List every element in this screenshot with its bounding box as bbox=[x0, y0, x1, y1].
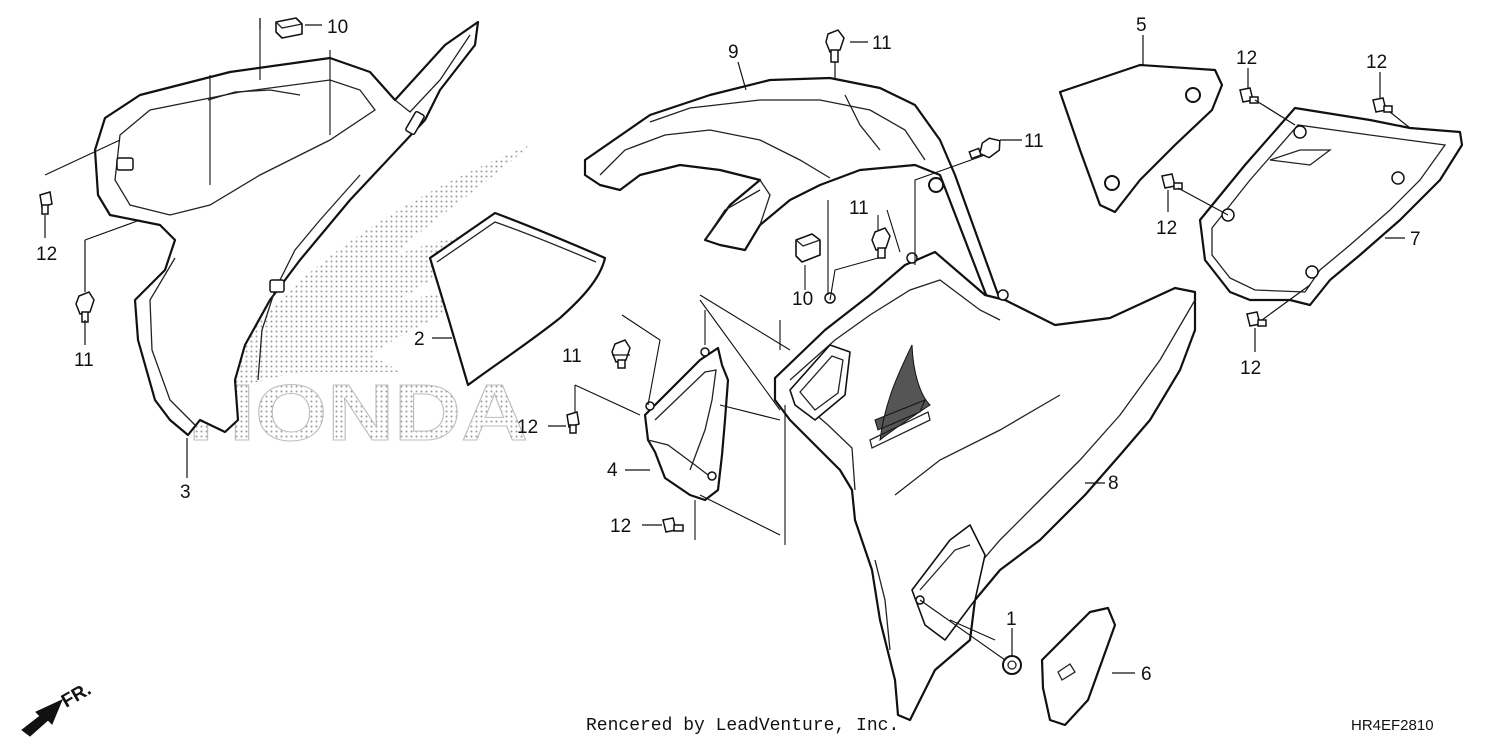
bolt-11-top bbox=[825, 29, 845, 63]
callout-10-middle: 10 bbox=[792, 289, 813, 310]
callout-11-bracket: 11 bbox=[562, 346, 582, 367]
callout-12-panel-mid: 12 bbox=[1156, 218, 1177, 239]
callout-8: 8 bbox=[1108, 473, 1119, 494]
callout-12-left: 12 bbox=[36, 244, 57, 265]
part-9-upper-cover bbox=[583, 76, 1002, 307]
bolt-12-bracket-lower bbox=[662, 517, 684, 533]
bolt-11-bracket bbox=[611, 339, 631, 369]
callout-1: 1 bbox=[1006, 609, 1017, 630]
callout-11-middle: 11 bbox=[849, 198, 869, 219]
part-10-clip-upper bbox=[275, 17, 303, 39]
bolt-12-panel-mid bbox=[1161, 173, 1183, 190]
front-label: FR. bbox=[58, 679, 95, 712]
callout-7: 7 bbox=[1410, 229, 1421, 250]
part-7-right-panel bbox=[1198, 106, 1464, 307]
callout-9: 9 bbox=[728, 42, 739, 63]
callout-11-left: 11 bbox=[74, 350, 94, 371]
bolt-12-panel-lower bbox=[1246, 311, 1267, 327]
front-arrow-icon bbox=[21, 699, 63, 737]
callout-6: 6 bbox=[1141, 664, 1152, 685]
callout-11-right: 11 bbox=[1024, 131, 1044, 152]
callout-5: 5 bbox=[1136, 15, 1147, 36]
part-8-main-side-cover bbox=[773, 250, 1197, 722]
part-10-clip-middle bbox=[795, 233, 821, 263]
callout-10-upper: 10 bbox=[327, 17, 348, 38]
honda-wing-watermark bbox=[205, 145, 530, 395]
bolt-12-plate-top bbox=[1239, 87, 1259, 104]
part-2-panel bbox=[428, 211, 607, 387]
callouts: 1 2 3 4 5 6 7 8 9 10 10 11 11 11 11 11 1… bbox=[36, 15, 1421, 685]
bolt-11-left bbox=[75, 291, 95, 323]
callout-2: 2 bbox=[414, 329, 425, 350]
callout-4: 4 bbox=[607, 460, 618, 481]
bolt-11-middle bbox=[871, 227, 891, 259]
callout-12-panel-lower: 12 bbox=[1240, 358, 1261, 379]
part-4-bracket bbox=[643, 346, 730, 502]
honda-wing-logo bbox=[874, 344, 931, 442]
leader-lines bbox=[44, 18, 1411, 674]
diagram-code: HR4EF2810 bbox=[1351, 717, 1434, 734]
part-6-plate bbox=[1040, 606, 1117, 727]
bolt-12-panel-top bbox=[1372, 97, 1393, 113]
honda-watermark-text: HONDA bbox=[188, 368, 528, 457]
part-5-plate bbox=[1058, 63, 1224, 214]
callout-11-top: 11 bbox=[872, 33, 892, 54]
footer-credit: Rencered by LeadVenture, Inc. bbox=[586, 716, 899, 736]
bolt-12-left bbox=[39, 191, 53, 215]
callout-12-plate-top: 12 bbox=[1236, 48, 1257, 69]
callout-12-panel-top: 12 bbox=[1366, 52, 1387, 73]
callout-12-bracket-upper: 12 bbox=[517, 417, 538, 438]
bolt-11-right bbox=[968, 137, 1001, 160]
callout-3: 3 bbox=[180, 482, 191, 503]
callout-12-bracket-lower: 12 bbox=[610, 516, 631, 537]
part-3-left-side-cover bbox=[93, 20, 480, 437]
bolt-12-bracket-upper bbox=[566, 411, 580, 434]
front-direction-indicator: FR. bbox=[21, 679, 95, 737]
part-1-grommet bbox=[1002, 655, 1022, 675]
